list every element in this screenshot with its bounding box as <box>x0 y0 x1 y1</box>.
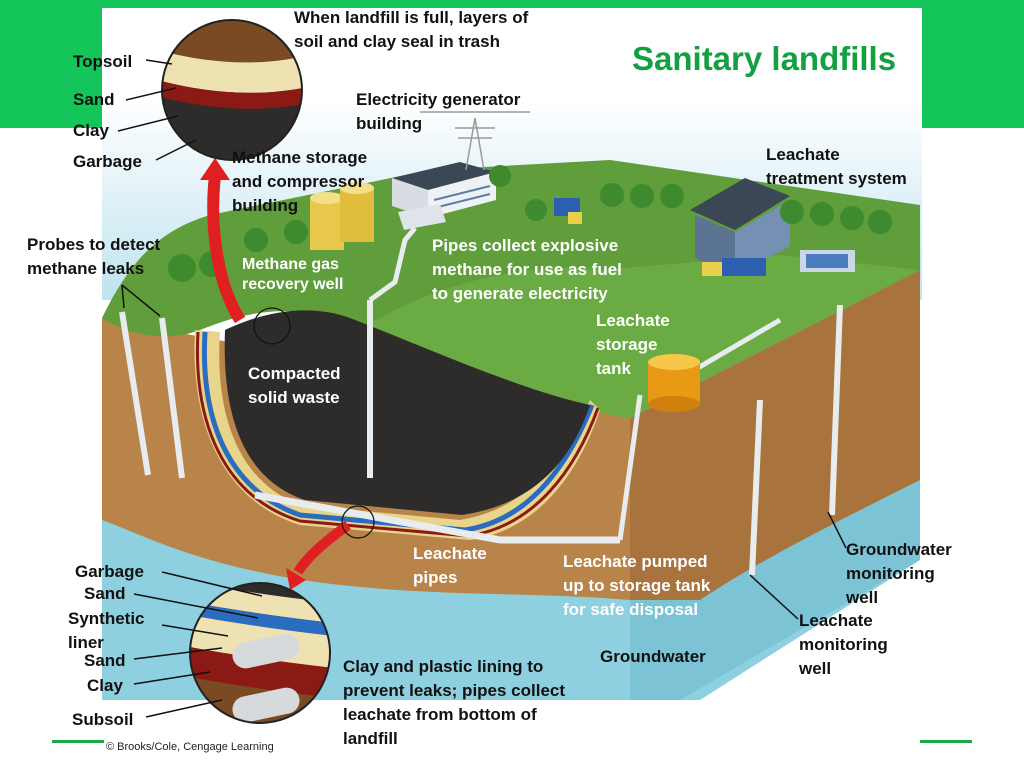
footer-rule-left <box>52 740 104 743</box>
methane-storage-tanks <box>310 182 374 250</box>
label-groundwater-monitoring: Groundwater monitoring well <box>846 540 952 607</box>
label-leachate-monitoring: Leachate monitoring well <box>799 611 888 678</box>
page-title: Sanitary landfills <box>632 40 897 77</box>
bottom-layer-sand-2: Sand <box>84 651 126 670</box>
power-pylon <box>420 111 530 171</box>
label-leachate-pumped: Leachate pumped up to storage tank for s… <box>563 552 711 619</box>
label-compacted-waste: Compacted solid waste <box>248 364 341 407</box>
layer-label-sand: Sand <box>73 90 115 109</box>
groundwater-monitoring-well <box>829 304 843 516</box>
leachate-riser-pipe <box>617 394 643 541</box>
probe-well-2 <box>159 317 185 479</box>
label-electricity-generator: Electricity generator building <box>356 90 521 133</box>
callout-circle-bottom <box>341 505 375 539</box>
truck-right <box>702 258 766 276</box>
label-leachate-tank: Leachate storage tank <box>596 311 670 378</box>
electricity-generator-building <box>392 162 496 230</box>
compacted-waste <box>224 310 590 515</box>
bottom-inset-layers <box>190 583 330 723</box>
bottom-inset-caption: Clay and plastic lining to prevent leaks… <box>343 657 566 748</box>
bottom-inset-frame <box>189 582 331 724</box>
leachate-storage-tank <box>648 354 700 412</box>
label-leachate-treatment: Leachate treatment system <box>766 145 907 188</box>
label-leachate-pipes: Leachate pipes <box>413 544 487 587</box>
leachate-pipe <box>254 491 620 544</box>
bottom-layer-sand: Sand <box>84 584 126 603</box>
callout-circle-top <box>253 307 291 345</box>
soil-side <box>630 270 920 600</box>
label-methane-well: Methane gas recovery well <box>242 256 344 293</box>
bottom-layer-subsoil: Subsoil <box>72 710 134 729</box>
leachate-treatment-building <box>690 178 855 276</box>
layer-label-clay: Clay <box>73 121 109 140</box>
layer-label-topsoil: Topsoil <box>73 52 133 71</box>
truck-top <box>554 198 582 224</box>
label-methane-storage: Methane storage and compressor building <box>232 148 368 215</box>
methane-pipe <box>368 226 417 303</box>
arrow-to-top-inset <box>207 174 246 324</box>
leachate-monitoring-well <box>749 399 763 576</box>
copyright-credit: © Brooks/Cole, Cengage Learning <box>106 741 274 753</box>
top-inset-caption: When landfill is full, layers of soil an… <box>294 8 529 51</box>
bottom-layer-clay: Clay <box>87 676 123 695</box>
wells <box>119 300 843 576</box>
trees <box>168 165 892 282</box>
label-pipes-collect: Pipes collect explosive methane for use … <box>432 236 622 303</box>
arrow-head-bottom <box>286 568 306 590</box>
label-groundwater: Groundwater <box>600 647 706 666</box>
leader-lines <box>117 59 847 718</box>
probe-well-1 <box>119 311 151 476</box>
arrow-head-top <box>200 158 230 180</box>
bottom-layer-garbage: Garbage <box>75 562 144 581</box>
synthetic-liner-line <box>201 331 595 533</box>
footer-rule-right <box>920 740 972 743</box>
label-probes: Probes to detect methane leaks <box>27 235 161 278</box>
arrow-to-bottom-inset <box>293 520 351 575</box>
bottom-layer-synthetic-liner: Synthetic liner <box>68 609 145 652</box>
top-inset-frame <box>161 19 303 161</box>
grass-mound <box>360 255 920 418</box>
clay-liner-line <box>195 331 600 538</box>
layer-label-garbage: Garbage <box>73 152 142 171</box>
